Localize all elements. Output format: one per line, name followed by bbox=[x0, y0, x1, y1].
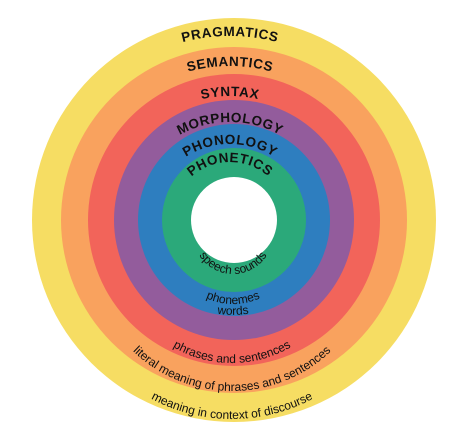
ring-desc-phonology-text: phonemes bbox=[205, 288, 262, 307]
ring-title-semantics: SEMANTICS bbox=[185, 54, 275, 75]
ring-title-syntax: SYNTAX bbox=[199, 84, 260, 102]
ring-desc-phonology: phonemes bbox=[205, 288, 262, 307]
center-hole bbox=[191, 177, 277, 263]
ring-title-syntax-text: SYNTAX bbox=[199, 84, 260, 102]
ring-desc-morphology-text: words bbox=[216, 303, 250, 318]
ring-desc-morphology: words bbox=[216, 303, 250, 318]
ring-title-semantics-text: SEMANTICS bbox=[185, 54, 274, 75]
